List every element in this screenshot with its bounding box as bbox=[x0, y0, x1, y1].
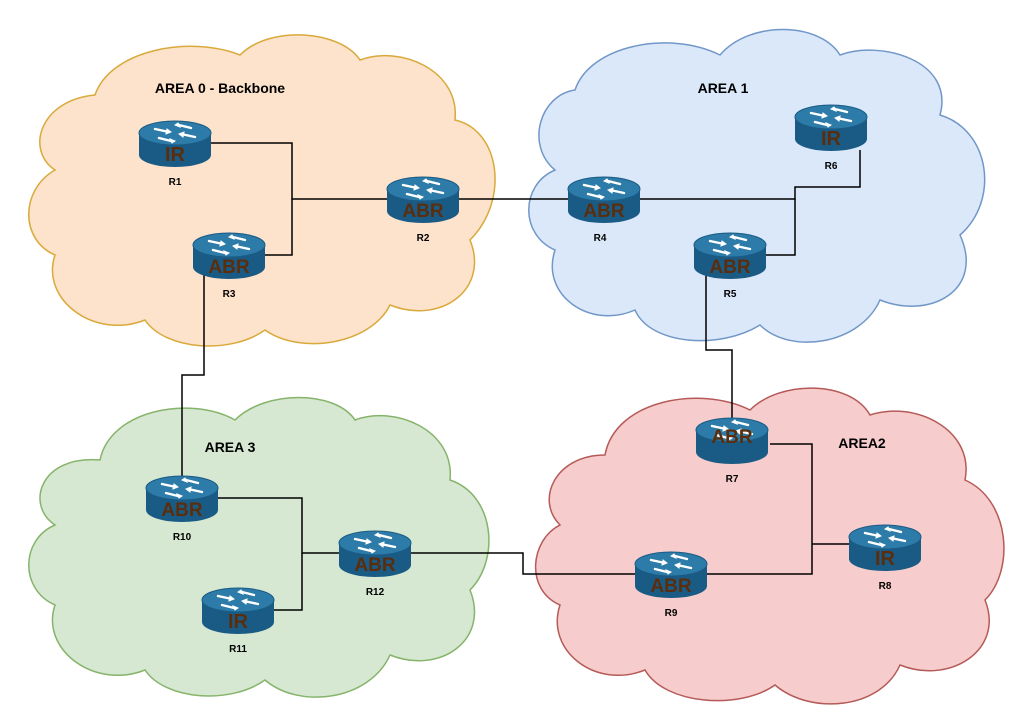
router-r4[interactable]: ABR R4 bbox=[566, 175, 642, 244]
link-r1-r2 bbox=[210, 142, 388, 200]
area-2-title: AREA2 bbox=[838, 435, 886, 451]
link-r3-r2 bbox=[265, 199, 293, 256]
router-r11[interactable]: IR R11 bbox=[200, 586, 276, 655]
link-r11-r12 bbox=[274, 553, 303, 611]
router-label: R8 bbox=[879, 581, 892, 592]
router-label: R6 bbox=[825, 161, 838, 172]
router-role-tag: IR bbox=[228, 611, 249, 633]
router-role-tag: ABR bbox=[402, 201, 443, 222]
area-2-shape bbox=[534, 387, 1005, 705]
router-label: R11 bbox=[229, 644, 247, 655]
link-r5-r6 bbox=[766, 199, 796, 256]
link-r3-r10 bbox=[181, 272, 205, 476]
link-r10-r12 bbox=[218, 497, 340, 554]
router-label: R12 bbox=[366, 587, 385, 598]
links bbox=[181, 142, 861, 611]
router-label: R7 bbox=[726, 474, 739, 485]
router-label: R9 bbox=[665, 608, 678, 619]
router-label: R2 bbox=[417, 233, 430, 244]
router-role-tag: ABR bbox=[354, 555, 395, 576]
area-3-shape bbox=[28, 396, 490, 698]
router-role-tag: ABR bbox=[650, 576, 691, 597]
router-r9[interactable]: ABR R9 bbox=[633, 550, 709, 619]
router-role-tag: IR bbox=[165, 144, 186, 166]
router-r12[interactable]: ABR R12 bbox=[337, 529, 413, 598]
area-0-cloud: AREA 0 - Backbone bbox=[28, 34, 496, 347]
router-r6[interactable]: IR R6 bbox=[793, 103, 869, 172]
area-0-title: AREA 0 - Backbone bbox=[155, 80, 285, 96]
router-r1[interactable]: IR R1 bbox=[137, 119, 213, 188]
area-1-shape bbox=[528, 28, 986, 343]
area-0-shape bbox=[28, 34, 496, 347]
router-role-tag: IR bbox=[821, 128, 842, 150]
router-role-tag: ABR bbox=[161, 500, 202, 521]
router-label: R4 bbox=[594, 233, 607, 244]
link-r12-r9 bbox=[410, 552, 636, 575]
router-role-tag: IR bbox=[875, 548, 896, 570]
area-1-title: AREA 1 bbox=[698, 80, 749, 96]
router-r10[interactable]: ABR R10 bbox=[144, 474, 220, 543]
router-r7[interactable]: ABR R7 bbox=[694, 416, 770, 485]
router-label: R5 bbox=[724, 289, 737, 300]
router-r3[interactable]: ABR R3 bbox=[191, 231, 267, 300]
router-r8[interactable]: IR R8 bbox=[847, 523, 923, 592]
area-3-cloud: AREA 3 bbox=[28, 396, 490, 698]
router-r2[interactable]: ABR R2 bbox=[385, 175, 461, 244]
area-2-cloud: AREA2 bbox=[534, 387, 1005, 705]
router-role-tag: ABR bbox=[583, 201, 624, 222]
router-label: R1 bbox=[169, 177, 182, 188]
router-role-tag: ABR bbox=[711, 427, 752, 448]
router-role-tag: ABR bbox=[208, 257, 249, 278]
router-label: R3 bbox=[223, 289, 236, 300]
router-role-tag: ABR bbox=[709, 257, 750, 278]
link-r4-r6 bbox=[640, 150, 861, 200]
router-label: R10 bbox=[173, 532, 192, 543]
area-1-cloud: AREA 1 bbox=[528, 28, 986, 343]
link-r9-r7 bbox=[706, 443, 813, 575]
router-r5[interactable]: ABR R5 bbox=[692, 231, 768, 300]
link-r5-r7 bbox=[705, 272, 733, 420]
area-3-title: AREA 3 bbox=[205, 439, 256, 455]
